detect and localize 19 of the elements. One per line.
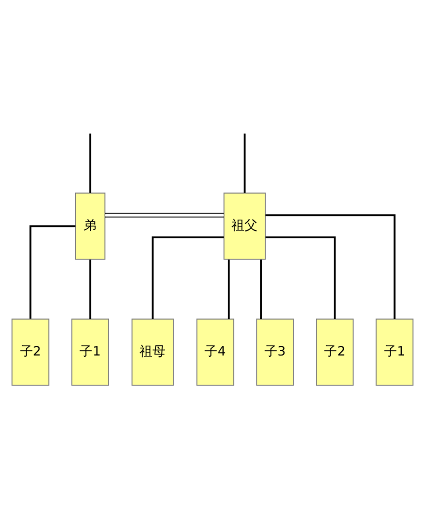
node-box: 子1 [376, 318, 414, 386]
node-box: 祖父 [224, 192, 266, 260]
connector [260, 260, 262, 320]
connector [89, 134, 92, 193]
connector [30, 225, 76, 319]
node-box: 子2 [12, 318, 50, 386]
node-box: 子4 [196, 318, 234, 386]
connector [104, 212, 224, 218]
connector [89, 260, 92, 320]
connector [266, 214, 396, 320]
node-box: 子3 [256, 318, 294, 386]
node-box: 子2 [316, 318, 354, 386]
connector [266, 236, 336, 319]
node-box: 子1 [71, 318, 110, 386]
node-box: 弟 [75, 192, 106, 260]
connector [228, 260, 230, 320]
node-box: 祖母 [132, 318, 174, 386]
connector [152, 236, 224, 319]
connector [244, 134, 246, 193]
